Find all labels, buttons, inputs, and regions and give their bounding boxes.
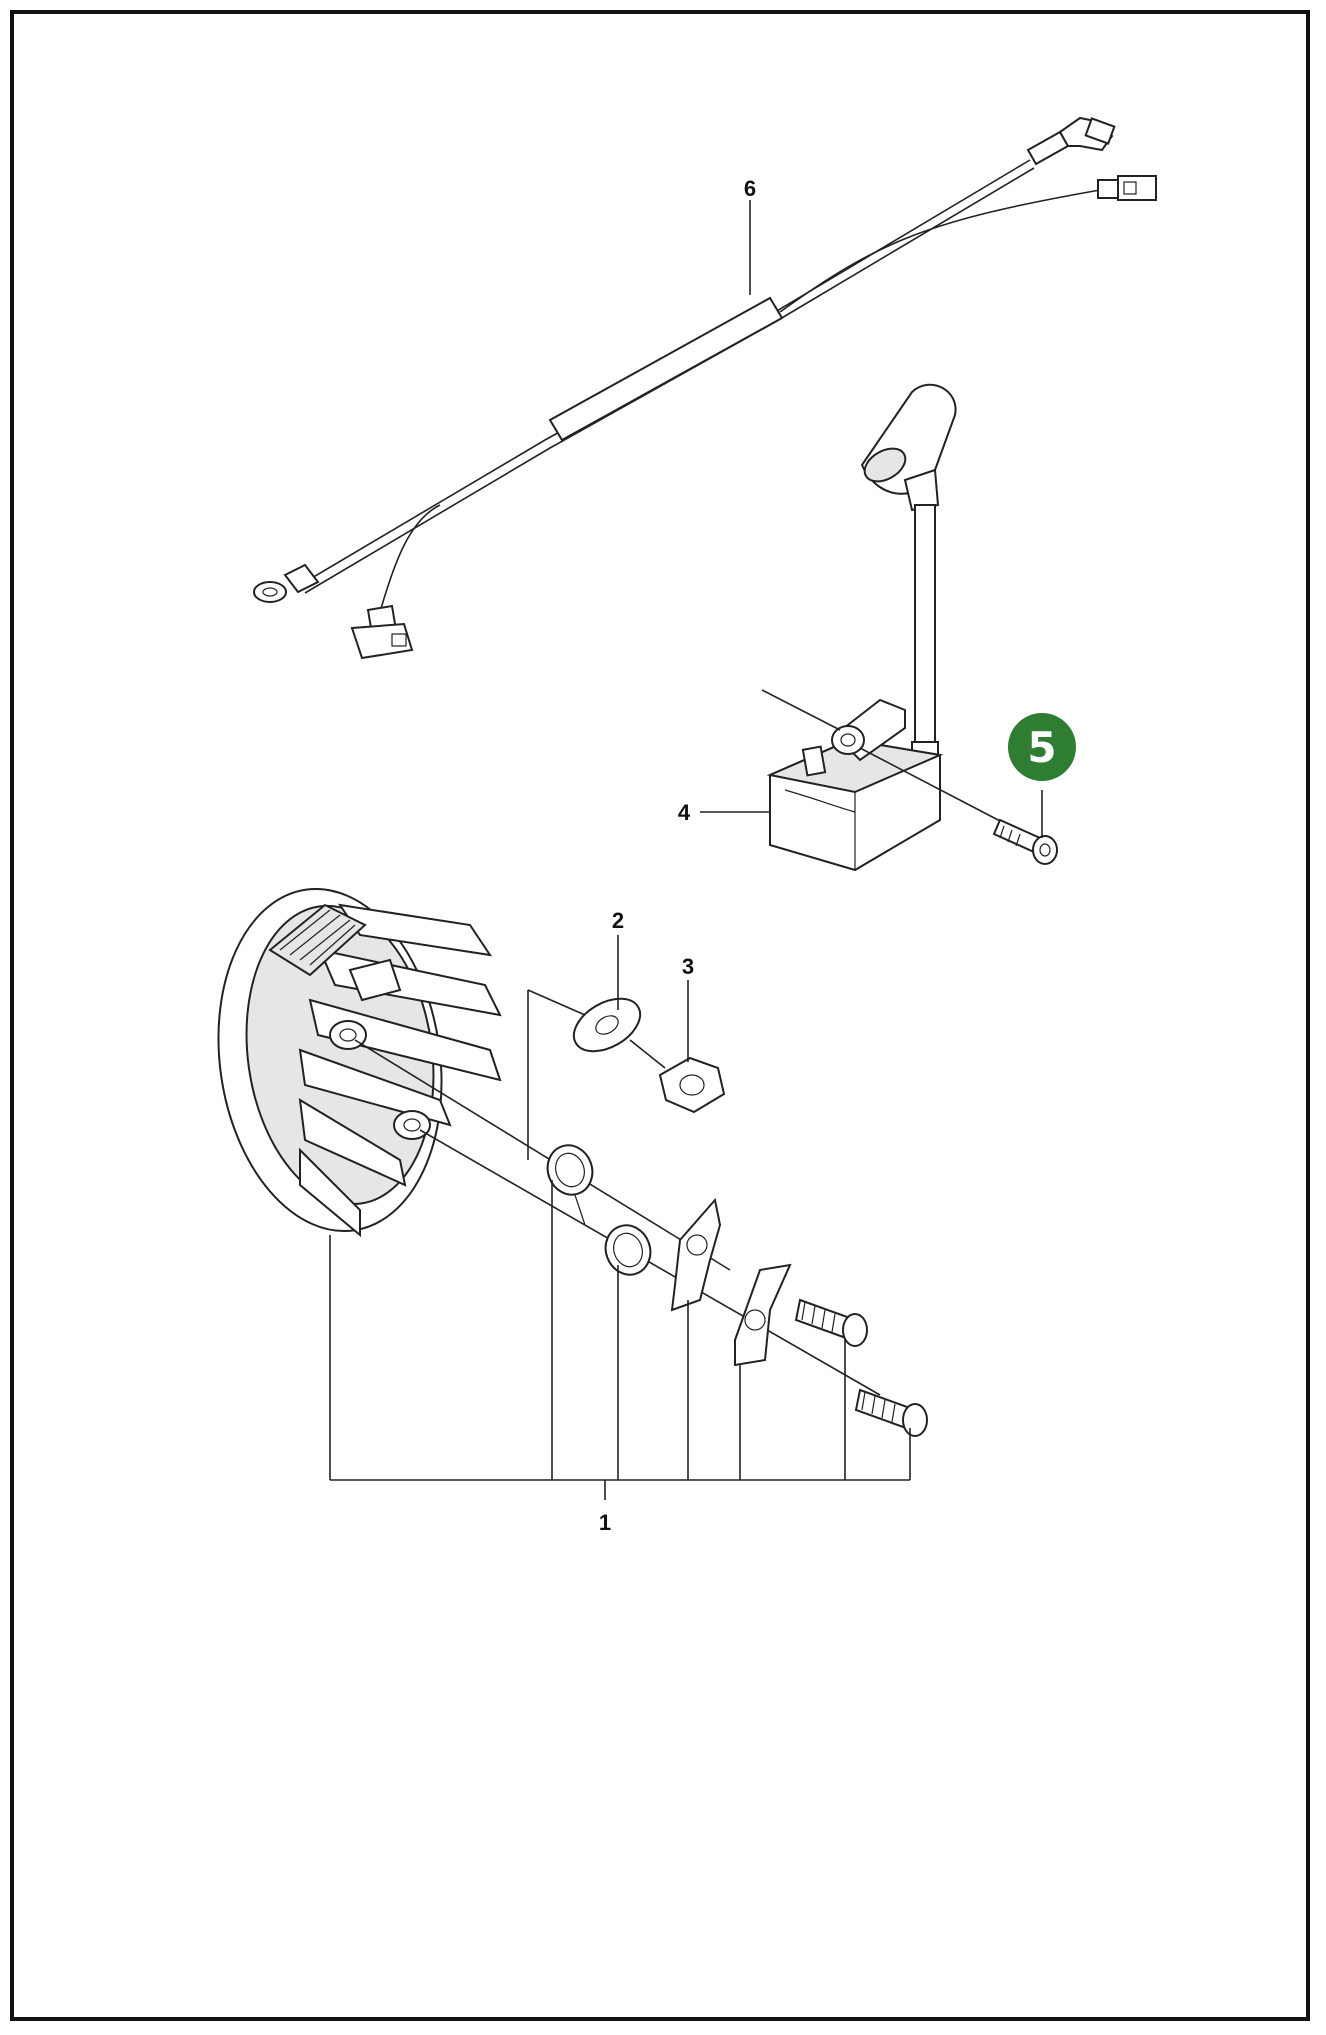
leader-lines xyxy=(329,200,1043,1500)
pawl-a[interactable] xyxy=(670,1197,722,1312)
ignition-module[interactable] xyxy=(761,383,1003,872)
callout-5: 5 xyxy=(1027,723,1056,772)
screw-part-5[interactable] xyxy=(992,818,1058,865)
bolt-b[interactable] xyxy=(854,1388,928,1437)
nut-part-3[interactable] xyxy=(658,1056,726,1114)
callout-1: 1 xyxy=(599,1510,611,1535)
callout-4: 4 xyxy=(678,800,691,825)
spring-b[interactable] xyxy=(599,1219,657,1281)
highlight-badge xyxy=(1008,713,1076,781)
bolt-a[interactable] xyxy=(794,1298,868,1347)
pawl-b[interactable] xyxy=(734,1263,792,1367)
flywheel[interactable] xyxy=(197,874,881,1396)
callout-3: 3 xyxy=(682,954,694,979)
spring-a[interactable] xyxy=(541,1139,599,1226)
callout-5-highlight[interactable]: 5 xyxy=(1008,713,1076,781)
washer-part-2[interactable] xyxy=(565,988,649,1062)
wire-harness[interactable] xyxy=(253,116,1157,660)
callout-2: 2 xyxy=(612,908,624,933)
callout-6: 6 xyxy=(744,176,756,201)
